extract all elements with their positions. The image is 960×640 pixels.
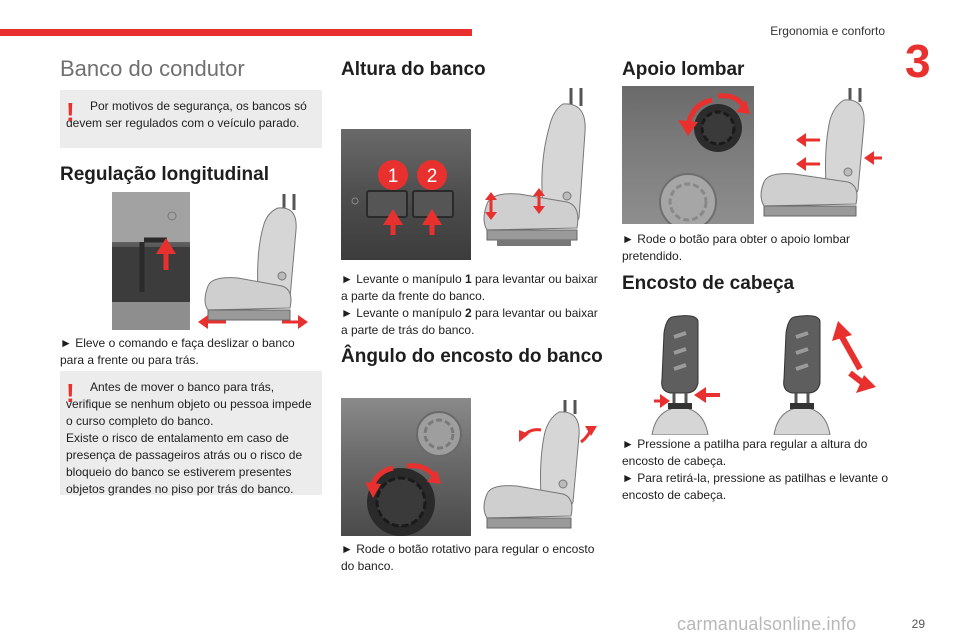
watermark: carmanualsonline.info <box>677 614 857 634</box>
headrest-illustration-press <box>651 315 720 435</box>
text-lombar: ► Rode o botão para obter o apoio lombar… <box>622 232 851 263</box>
section-title: Ergonomia e conforto <box>770 24 885 38</box>
callout-1: 1 <box>388 166 399 187</box>
warning-text-2: Existe o risco de entalamento em caso de… <box>66 431 303 496</box>
heading-angulo: Ângulo do encosto do banco <box>341 346 603 367</box>
warning-box-safety: ! Por motivos de segurança, os bancos só… <box>60 90 322 148</box>
figure-angulo <box>341 396 605 538</box>
header-accent-bar <box>0 29 472 36</box>
callout-2: 2 <box>427 166 438 187</box>
photo-recline-knob <box>341 398 471 536</box>
seat-illustration-height <box>483 88 586 246</box>
page-number: 29 <box>911 617 925 631</box>
photo-height-levers: 1 2 <box>341 129 471 260</box>
photo-lumbar-knob <box>622 86 754 224</box>
text-altura-1: ► Levante o manípulo 1 para levantar ou … <box>341 272 598 303</box>
warning-text: Por motivos de segurança, os bancos só d… <box>66 99 307 130</box>
heading-lombar: Apoio lombar <box>622 59 745 80</box>
text-longitudinal: ► Eleve o comando e faça deslizar o banc… <box>60 336 295 367</box>
seat-illustration <box>198 194 308 329</box>
seat-illustration-lumbar <box>760 88 882 217</box>
text-cabeca-1: ► Pressione a patilha para regular a alt… <box>622 437 868 468</box>
heading-longitudinal: Regulação longitudinal <box>60 164 270 185</box>
heading-cabeca: Encosto de cabeça <box>622 273 795 294</box>
heading-altura: Altura do banco <box>341 59 486 80</box>
figure-longitudinal <box>60 190 322 332</box>
chapter-number: 3 <box>905 35 931 87</box>
figure-altura: 1 2 <box>341 84 605 264</box>
warning-icon: ! <box>66 378 75 408</box>
warning-icon: ! <box>66 97 75 127</box>
figure-cabeca <box>622 305 892 435</box>
text-cabeca-2: ► Para retirá-la, pressione as patilhas … <box>622 471 889 502</box>
warning-box-entrapment: ! Antes de mover o banco para trás, veri… <box>60 371 322 496</box>
headrest-illustration-lift <box>773 315 876 435</box>
photo-seat-lever <box>112 192 190 330</box>
page-title: Banco do condutor <box>60 56 245 81</box>
seat-illustration-recline <box>483 400 597 529</box>
text-altura-2: ► Levante o manípulo 2 para levantar ou … <box>341 306 598 337</box>
warning-text: Antes de mover o banco para trás, verifi… <box>66 380 312 428</box>
figure-lombar <box>622 84 892 226</box>
text-angulo: ► Rode o botão rotativo para regular o e… <box>341 542 595 573</box>
